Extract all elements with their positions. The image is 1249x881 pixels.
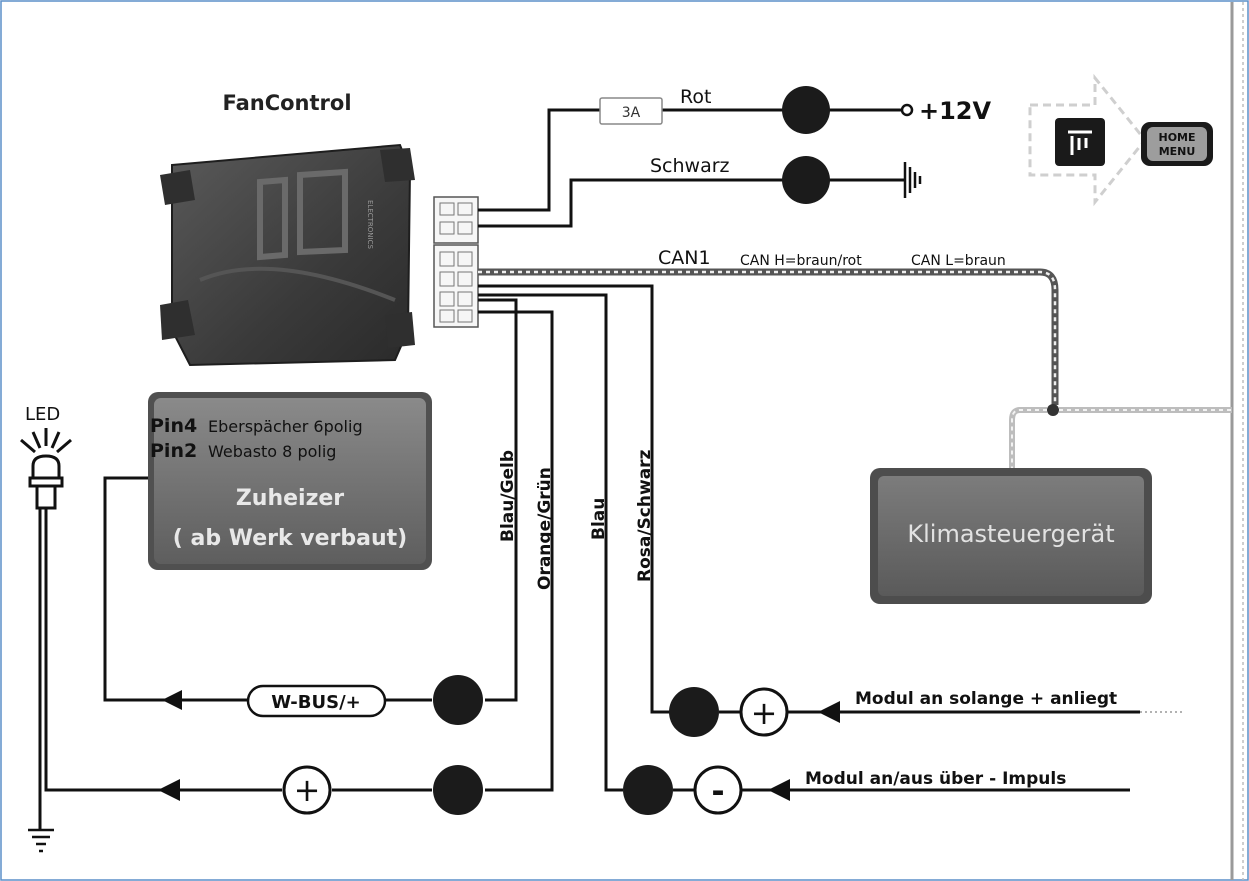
led-wire <box>44 508 180 792</box>
fancontrol-module: ELECTRONICS <box>160 143 415 367</box>
wbus-to-heater <box>103 476 180 702</box>
home-label: HOME <box>1158 131 1195 144</box>
arrow-wbus <box>162 690 182 710</box>
connector-dot-black <box>782 156 830 204</box>
wire-black-label: Schwarz <box>650 155 730 177</box>
climate-label: Klimasteuergerät <box>907 520 1114 548</box>
can-high-label: CAN H=braun/rot <box>740 253 862 269</box>
minus-label: - <box>711 772 724 810</box>
can-bus-wire <box>478 268 1059 405</box>
module-pulse-label: Modul an/aus über - Impuls <box>805 769 1066 789</box>
device-title: FanControl <box>222 91 351 115</box>
home-menu-graphic <box>1028 73 1213 207</box>
heater-box <box>148 392 432 570</box>
wire-pink-black-label: Rosa/Schwarz <box>635 449 655 582</box>
wire-orange-green <box>478 310 554 792</box>
plus-label: + <box>751 694 778 732</box>
connector-dot-red <box>782 86 830 134</box>
led-plus-label: + <box>294 771 321 809</box>
terminal-12v <box>900 103 914 117</box>
connector-dot-wbus <box>433 675 483 725</box>
pin2-text: Webasto 8 polig <box>208 442 336 461</box>
climate-control-unit <box>870 468 1152 604</box>
arrow-plus <box>818 701 840 723</box>
heater-title: Zuheizer <box>236 486 344 511</box>
can-junction <box>1047 404 1059 416</box>
wire-blue <box>478 293 623 792</box>
climate-can-branch <box>1009 407 1047 470</box>
can-bus-label: CAN1 <box>658 247 711 269</box>
menu-label: MENU <box>1159 145 1196 158</box>
wire-blue-yellow <box>478 298 518 702</box>
arrow-led <box>158 779 180 801</box>
module-plus-label: Modul an solange + anliegt <box>855 689 1117 709</box>
wbus-pill <box>246 684 387 718</box>
pin4-text: Eberspächer 6polig <box>208 417 363 436</box>
led-icon <box>20 428 72 510</box>
led-label: LED <box>25 404 60 425</box>
connector-dot-led <box>433 765 483 815</box>
wbus-label: W-BUS/+ <box>271 692 360 713</box>
fuse-label: 3A <box>622 105 641 121</box>
pin4-prefix: Pin4 <box>150 415 197 437</box>
can-low-label: CAN L=braun <box>911 253 1006 269</box>
arrow-minus <box>768 779 790 801</box>
led-plus-symbol <box>282 765 332 815</box>
wire-blue-label: Blau <box>589 498 609 540</box>
minus-symbol <box>693 765 743 815</box>
plus-symbol <box>739 687 789 737</box>
connector-dot-minus <box>623 765 673 815</box>
module-connectors <box>433 196 479 328</box>
heater-subtitle: ( ab Werk verbaut) <box>173 526 407 551</box>
led-ground-icon <box>28 828 54 853</box>
fuse <box>599 97 663 125</box>
device-brand: ELECTRONICS <box>366 200 374 249</box>
wire-pink-black <box>478 284 670 714</box>
wire-blue-yellow-label: Blau/Gelb <box>498 450 518 542</box>
ground-icon <box>903 162 922 198</box>
pin2-prefix: Pin2 <box>150 440 197 462</box>
wire-red-label: Rot <box>680 86 711 108</box>
wire-orange-green-label: Orange/Grün <box>535 467 555 590</box>
wire-black <box>478 178 905 228</box>
connector-dot-plus <box>669 687 719 737</box>
supply-label: +12V <box>919 97 992 125</box>
